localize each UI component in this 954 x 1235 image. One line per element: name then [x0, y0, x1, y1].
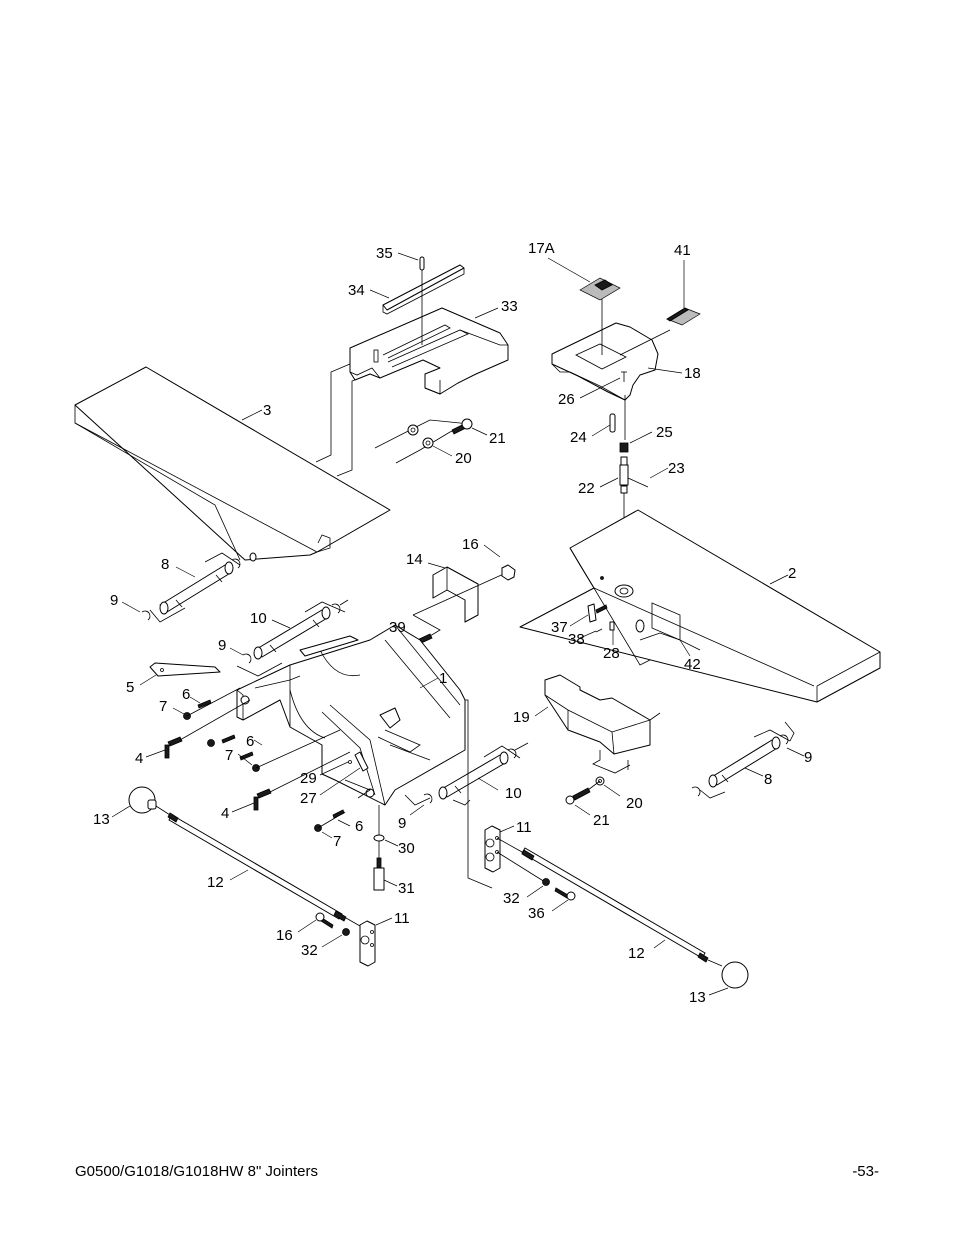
callout-6-c: 6: [355, 818, 363, 835]
fasteners-center: [314, 779, 399, 891]
assembly-line: [336, 371, 376, 477]
fasteners-20-21-right: [565, 776, 621, 816]
callout-23: 23: [668, 460, 685, 477]
callout-32-left: 32: [301, 942, 318, 959]
part-5-blade: [139, 662, 221, 686]
callout-7-b: 7: [225, 747, 233, 764]
callout-8-left: 8: [161, 556, 169, 573]
callout-8-right: 8: [764, 771, 772, 788]
part-33-fence-bracket: [349, 307, 509, 395]
part-35-pin: [397, 252, 425, 345]
callout-38: 38: [568, 631, 585, 648]
part-17a-label: [547, 257, 621, 301]
callout-30: 30: [398, 840, 415, 857]
callout-22: 22: [578, 480, 595, 497]
callout-41: 41: [674, 242, 691, 259]
part-10-rod-bottom: [404, 699, 529, 889]
part-18-cover: [551, 290, 683, 440]
callout-7-c: 7: [333, 833, 341, 850]
assembly-line: [315, 363, 351, 463]
callout-21-right: 21: [593, 812, 610, 829]
callout-17a: 17A: [528, 240, 555, 257]
callout-33: 33: [501, 298, 518, 315]
callout-6-a: 6: [182, 686, 190, 703]
callout-10-top: 10: [250, 610, 267, 627]
callout-10-bottom: 10: [505, 785, 522, 802]
callout-7-a: 7: [159, 698, 167, 715]
callout-25: 25: [656, 424, 673, 441]
callout-4-b: 4: [221, 805, 229, 822]
callout-9-d: 9: [398, 815, 406, 832]
callout-9-a: 9: [110, 592, 118, 609]
callout-18: 18: [684, 365, 701, 382]
callout-16-bottom: 16: [276, 927, 293, 944]
callout-36: 36: [528, 905, 545, 922]
part-41-label: [666, 260, 701, 326]
callout-31: 31: [398, 880, 415, 897]
callout-27: 27: [300, 790, 317, 807]
part-26-screw: [579, 371, 627, 399]
callout-35: 35: [376, 245, 393, 262]
callout-16-top: 16: [462, 536, 479, 553]
part-8-rod-right: [691, 721, 805, 799]
fasteners-20-21-top: [374, 418, 488, 464]
callout-6-b: 6: [246, 733, 254, 750]
parts-27-29: [319, 751, 369, 796]
callout-42: 42: [684, 656, 701, 673]
callout-37: 37: [551, 619, 568, 636]
callout-11-left: 11: [394, 910, 410, 927]
callout-34: 34: [348, 282, 365, 299]
callout-9-b: 9: [218, 637, 226, 654]
part-8-rod-left: [121, 552, 257, 623]
callout-9-c: 9: [804, 749, 812, 766]
part-12-lever-left: [111, 786, 393, 967]
callout-24: 24: [570, 429, 587, 446]
callout-20-right: 20: [626, 795, 643, 812]
callout-39: 39: [389, 619, 406, 636]
callout-11-right: 11: [516, 819, 532, 836]
callout-26: 26: [558, 391, 575, 408]
part-19-guard: [534, 674, 661, 774]
callout-5: 5: [126, 679, 134, 696]
callout-2: 2: [788, 565, 796, 582]
callout-14: 14: [406, 551, 423, 568]
part-10-rod-top: [229, 599, 349, 677]
part-1-base: [236, 624, 466, 806]
callout-3: 3: [263, 402, 271, 419]
callout-13-left: 13: [93, 811, 110, 828]
part-2-outfeed-table: [519, 509, 881, 703]
callout-12-right: 12: [628, 945, 645, 962]
callout-19: 19: [513, 709, 530, 726]
callout-20-top: 20: [455, 450, 472, 467]
callout-21-top: 21: [489, 430, 506, 447]
callout-13-right: 13: [689, 989, 706, 1006]
callout-1: 1: [439, 670, 447, 687]
parts-28-37-38: [569, 603, 615, 645]
part-3-infeed-table: [74, 366, 391, 561]
part-12-lever-right: [484, 825, 749, 996]
callout-28: 28: [603, 645, 620, 662]
callout-labels: 35 34 33 17A 41 18 26 3 21 20 24 25 23 2…: [93, 240, 812, 1006]
callout-12-left: 12: [207, 874, 224, 891]
callout-29: 29: [300, 770, 317, 787]
callout-32-right: 32: [503, 890, 520, 907]
footer-title: G0500/G1018/G1018HW 8" Jointers: [75, 1163, 318, 1180]
part-34-key: [369, 264, 465, 315]
fasteners-left: [145, 687, 351, 813]
page-number: -53-: [852, 1163, 879, 1180]
callout-4-a: 4: [135, 750, 143, 767]
